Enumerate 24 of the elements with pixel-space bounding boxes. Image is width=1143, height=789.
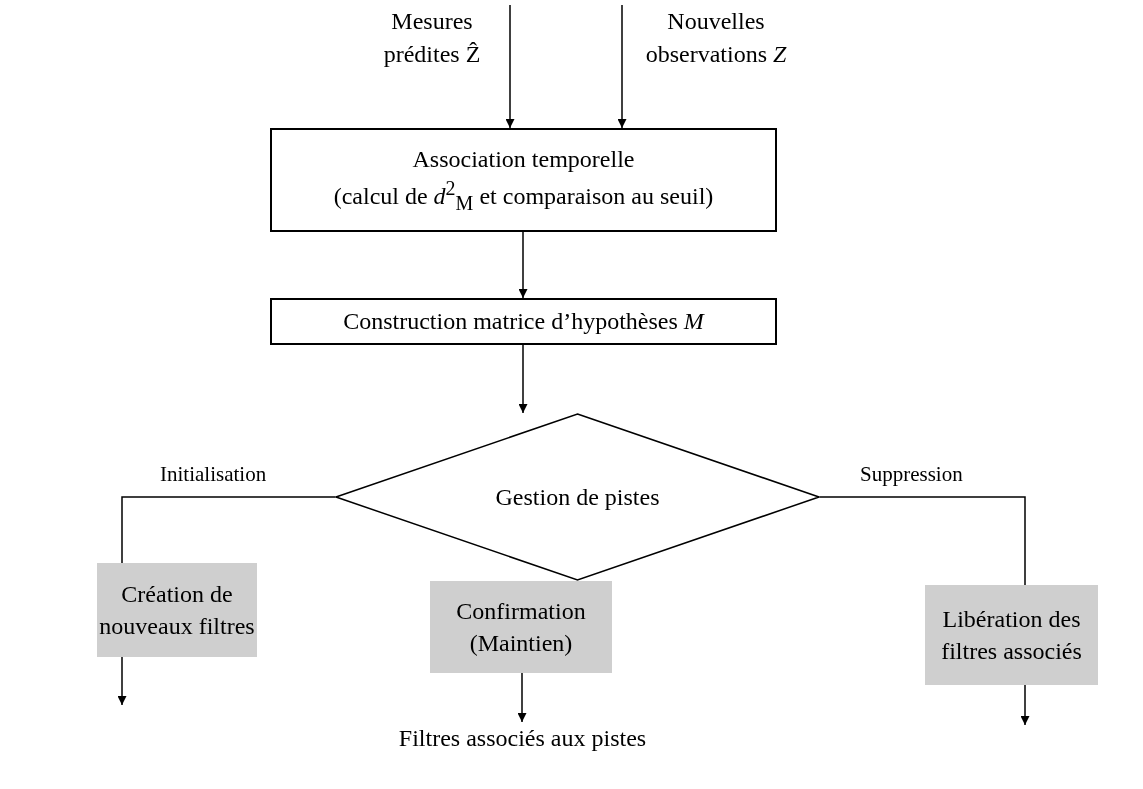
arrow [518, 231, 528, 299]
arrow [617, 4, 627, 129]
arrow [517, 672, 527, 723]
box-label: Construction matrice d’hypothèses M [343, 307, 704, 337]
process-box [270, 298, 777, 345]
box-label: Libération des filtres associés [940, 604, 1083, 666]
box-label: (calcul de d$^{2}$$_{M}$ et comparaison au seuil) [333, 176, 714, 217]
arrow [505, 4, 515, 129]
arrow [1020, 684, 1030, 726]
process-box [925, 585, 1098, 685]
box-label: Gestion de pistes [495, 482, 660, 512]
process-box [270, 128, 777, 232]
node-text: Nouvelles observations Z [644, 7, 788, 69]
process-box [430, 581, 612, 673]
node-text: Filtres associés aux pistes [398, 723, 647, 753]
process-box [97, 563, 257, 657]
box-label: Création de nouveaux filtres [98, 579, 256, 641]
box-label: Confirmation (Maintien) [455, 596, 587, 658]
arrow [117, 656, 127, 706]
node-text: Mesures prédites Ẑ [382, 7, 482, 69]
arrow [518, 344, 528, 414]
box-label: Association temporelle [412, 144, 635, 174]
connector-line [121, 496, 336, 564]
connector-line [819, 496, 1026, 586]
